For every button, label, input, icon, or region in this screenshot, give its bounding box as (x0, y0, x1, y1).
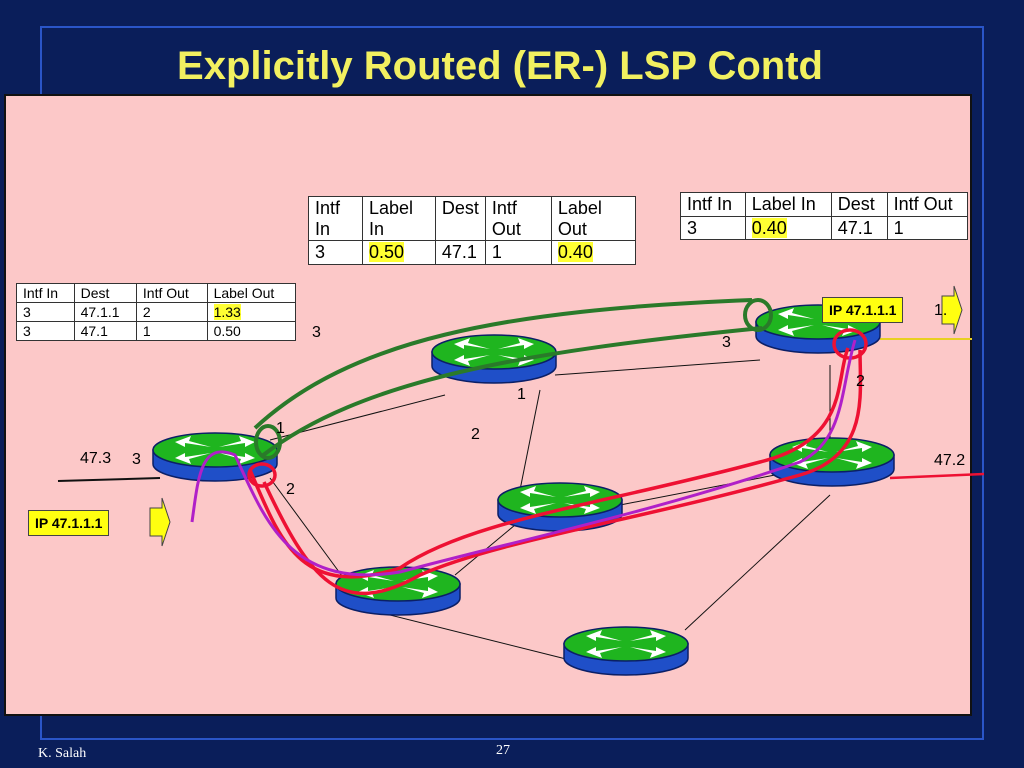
table-row: 3 0.50 47.1 1 0.40 (308, 240, 637, 266)
table-header-row: Intf In Label In Dest Intf Out Label Out (308, 195, 637, 242)
table-cell: 47.1 (73, 321, 137, 342)
network-links (269, 359, 831, 661)
table-row: 3 47.1.1 2 1.33 (16, 302, 297, 323)
port-label-ingress-2: 2 (286, 481, 295, 498)
router-ingress[interactable] (152, 432, 278, 482)
header-cell: Intf Out (135, 282, 208, 304)
header-cell: Intf Out (886, 192, 969, 217)
highlighted-label: 0.50 (368, 242, 404, 263)
header-cell: Dest (434, 195, 486, 242)
lsp-tunnel (253, 298, 773, 460)
table-cell: 0.40 (550, 240, 637, 266)
highlighted-label: 0.40 (557, 242, 593, 263)
ingress-line (57, 477, 161, 482)
port-label-egress-2: 2 (856, 373, 865, 390)
network-label-left: 47.3 (80, 450, 112, 467)
table-cell: 1 (484, 240, 552, 266)
transit-label-table: Intf In Label In Dest Intf Out Label Out… (308, 195, 637, 266)
header-cell: Dest (830, 192, 888, 217)
egress-trailing-label: 1. (934, 302, 948, 319)
table-cell: 2 (135, 302, 208, 323)
table-cell: 0.40 (744, 215, 832, 241)
egress-packet-label: IP 47.1.1.1 (822, 297, 904, 323)
egress-red-line (889, 472, 985, 480)
port-label-ingress-in: 3 (132, 451, 141, 468)
header-cell: Label Out (206, 282, 297, 304)
frame-top-line (40, 26, 984, 28)
table-cell: 3 (16, 321, 75, 342)
table-row: 3 47.1 1 0.50 (16, 321, 297, 342)
port-label-edge-1: 1 (276, 420, 285, 437)
port-label-mid-1: 1 (517, 386, 526, 403)
frame-right-line (982, 26, 984, 740)
header-cell: Intf In (16, 282, 75, 304)
highlighted-label: 1.33 (213, 304, 241, 321)
egress-label-table: Intf In Label In Dest Intf Out 3 0.40 47… (680, 192, 969, 241)
network-label-right: 47.2 (934, 452, 966, 469)
port-label-egress-in: 3 (722, 334, 731, 351)
port-label-center-2: 2 (471, 426, 480, 443)
table-cell: 3 (16, 302, 75, 323)
table-cell: 1 (886, 215, 969, 241)
table-cell: 3 (308, 240, 363, 266)
header-cell: Intf Out (484, 195, 552, 242)
ingress-packet-label: IP 47.1.1.1 (28, 510, 110, 536)
router-bottom[interactable] (563, 626, 689, 676)
ingress-packet-arrow-icon (149, 497, 171, 547)
table-cell: 0.50 (206, 321, 297, 342)
table-cell: 47.1 (830, 215, 888, 241)
table-cell: 0.50 (361, 240, 436, 266)
footer-page-number: 27 (496, 743, 510, 758)
table-cell: 47.1 (434, 240, 486, 266)
header-cell: Intf In (680, 192, 746, 217)
header-cell: Dest (73, 282, 137, 304)
magenta-route (190, 339, 857, 577)
table-header-row: Intf In Dest Intf Out Label Out (16, 282, 297, 304)
highlighted-label: 0.40 (751, 217, 787, 238)
table-header-row: Intf In Label In Dest Intf Out (680, 192, 969, 217)
table-cell: 1 (135, 321, 208, 342)
header-cell: Intf In (308, 195, 363, 242)
footer-author: K. Salah (38, 746, 87, 761)
red-route (247, 328, 868, 595)
egress-packet-arrow-icon (941, 285, 963, 335)
table-cell: 3 (680, 215, 746, 241)
table-cell: 1.33 (206, 302, 297, 323)
header-cell: Label In (361, 195, 436, 242)
port-label-mid-in: 3 (312, 324, 321, 341)
table-row: 3 0.40 47.1 1 (680, 215, 969, 241)
table-cell: 47.1.1 (73, 302, 137, 323)
header-cell: Label Out (550, 195, 637, 242)
frame-bottom-line (40, 738, 984, 740)
ingress-label-table: Intf In Dest Intf Out Label Out 3 47.1.1… (16, 282, 297, 342)
header-cell: Label In (744, 192, 832, 217)
slide-title: Explicitly Routed (ER-) LSP Contd (177, 44, 823, 88)
